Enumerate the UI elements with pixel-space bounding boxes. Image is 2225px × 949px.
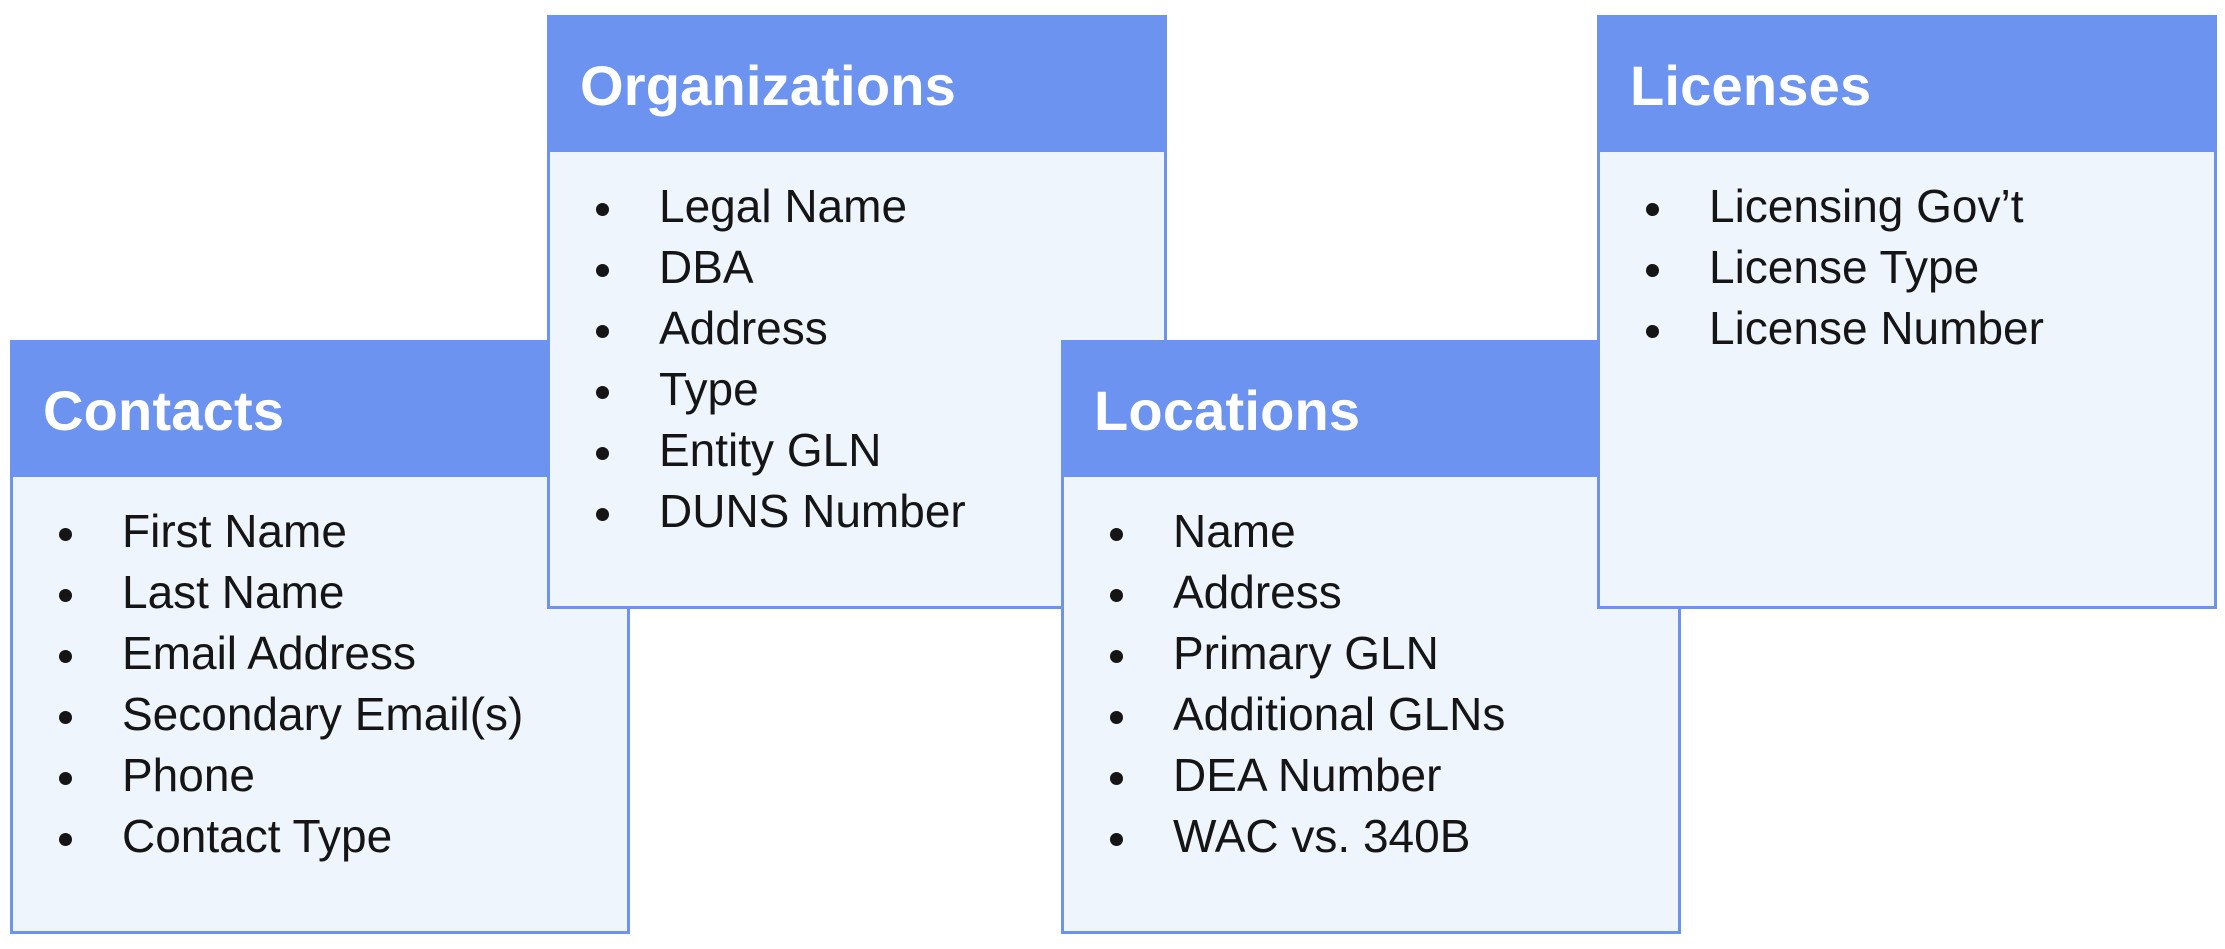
organizations-card-title: Organizations — [580, 53, 956, 117]
contacts-field-item: Last Name — [53, 562, 627, 623]
organizations-field-item: DUNS Number — [590, 481, 1164, 542]
locations-field-item: WAC vs. 340B — [1104, 806, 1678, 867]
locations-card-header: Locations — [1064, 343, 1678, 477]
contacts-card: Contacts First Name Last Name Email Addr… — [10, 340, 630, 934]
locations-field-list: Name Address Primary GLN Additional GLNs… — [1064, 477, 1678, 867]
organizations-card-header: Organizations — [550, 18, 1164, 152]
contacts-field-list: First Name Last Name Email Address Secon… — [13, 477, 627, 867]
contacts-field-item: First Name — [53, 501, 627, 562]
licenses-field-item: License Type — [1640, 237, 2214, 298]
locations-field-item: Additional GLNs — [1104, 684, 1678, 745]
contacts-card-title: Contacts — [43, 378, 285, 442]
locations-card: Locations Name Address Primary GLN Addit… — [1061, 340, 1681, 934]
contacts-field-item: Phone — [53, 745, 627, 806]
contacts-field-item: Contact Type — [53, 806, 627, 867]
locations-card-title: Locations — [1094, 378, 1361, 442]
organizations-card: Organizations Legal Name DBA Address Typ… — [547, 15, 1167, 609]
contacts-field-item: Email Address — [53, 623, 627, 684]
licenses-field-item: License Number — [1640, 298, 2214, 359]
locations-field-item: DEA Number — [1104, 745, 1678, 806]
contacts-card-header: Contacts — [13, 343, 627, 477]
organizations-field-item: Address — [590, 298, 1164, 359]
licenses-card-title: Licenses — [1630, 53, 1872, 117]
organizations-field-item: Entity GLN — [590, 420, 1164, 481]
licenses-card: Licenses Licensing Gov’t License Type Li… — [1597, 15, 2217, 609]
locations-field-item: Name — [1104, 501, 1678, 562]
licenses-field-list: Licensing Gov’t License Type License Num… — [1600, 152, 2214, 359]
licenses-field-item: Licensing Gov’t — [1640, 176, 2214, 237]
organizations-field-item: DBA — [590, 237, 1164, 298]
locations-field-item: Primary GLN — [1104, 623, 1678, 684]
organizations-field-item: Legal Name — [590, 176, 1164, 237]
locations-field-item: Address — [1104, 562, 1678, 623]
licenses-card-header: Licenses — [1600, 18, 2214, 152]
contacts-field-item: Secondary Email(s) — [53, 684, 627, 745]
organizations-field-list: Legal Name DBA Address Type Entity GLN D… — [550, 152, 1164, 542]
organizations-field-item: Type — [590, 359, 1164, 420]
